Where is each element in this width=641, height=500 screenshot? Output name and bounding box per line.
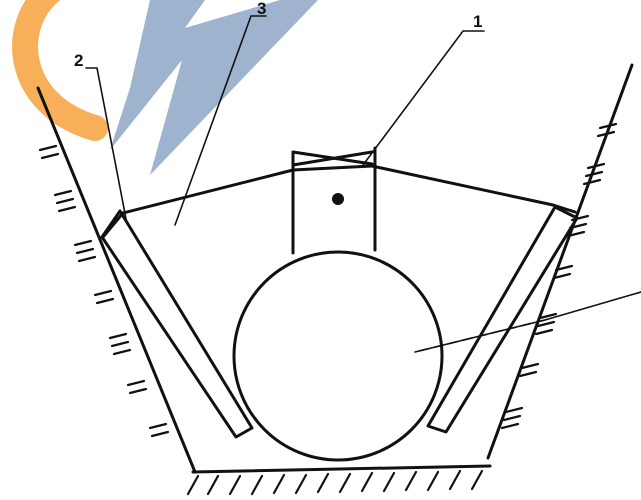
trench-left-wall (36, 86, 197, 474)
left-inclined-plate-part-2 (100, 209, 254, 439)
leader-line-2 (85, 67, 128, 225)
center-post-part-1 (291, 146, 377, 255)
pipe-circle (232, 250, 444, 462)
leader-lines (85, 15, 641, 353)
soil-hatching-left (38, 144, 170, 438)
label-part-3: 3 (257, 0, 266, 18)
label-part-2: 2 (74, 51, 83, 70)
trench-right-wall (486, 63, 634, 460)
soil-hatching-bottom (186, 469, 484, 496)
trench-bottom (191, 464, 492, 474)
watermark-logo (12, 0, 318, 175)
label-part-1: 1 (473, 12, 482, 31)
leader-line-pipe-dashed (414, 319, 546, 353)
watermark-logo-blue-bolt (110, 0, 318, 175)
trench-walls (36, 63, 634, 474)
hanging-pivot-point (332, 193, 344, 205)
right-inclined-plate (426, 205, 579, 434)
leader-line-3 (174, 15, 267, 226)
soil-hatching-right (500, 122, 618, 430)
watermark-logo-orange-arc (12, 0, 108, 141)
leader-line-1 (362, 30, 485, 166)
